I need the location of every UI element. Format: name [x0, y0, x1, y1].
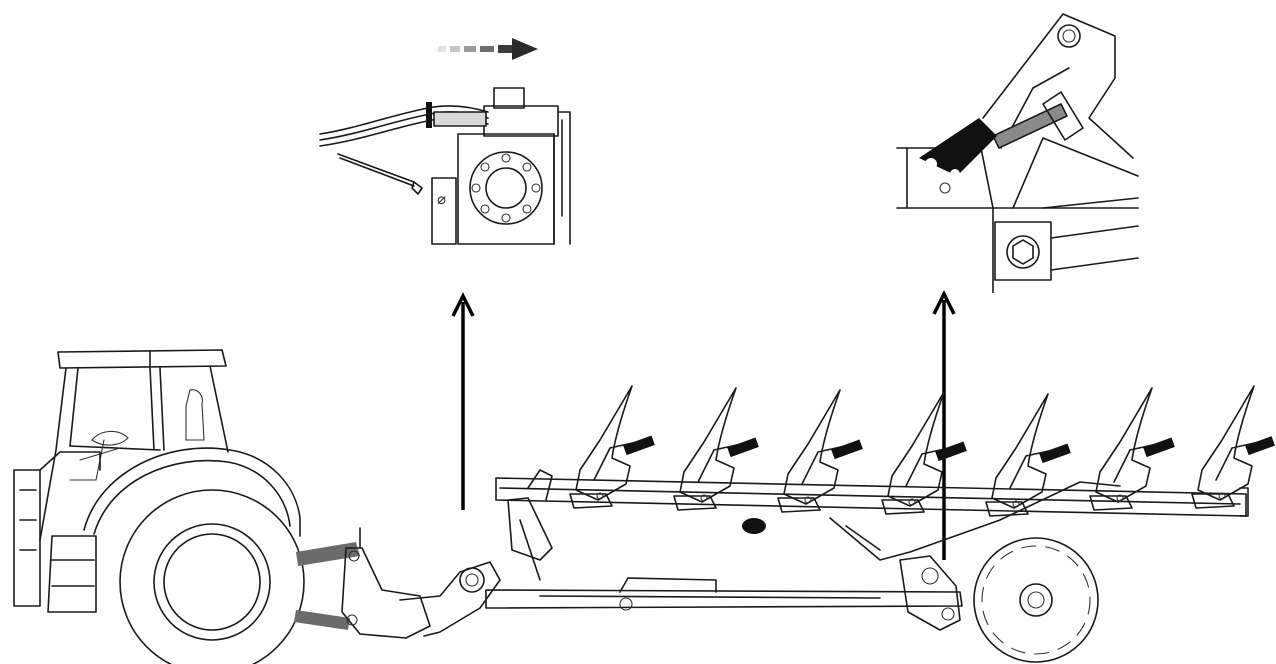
headstock-detail-drawing: ⌀ [319, 38, 571, 245]
movement-direction-arrow [438, 38, 538, 60]
depth-wheel [973, 537, 1099, 663]
plough-body-7 [1191, 385, 1275, 509]
plough-body-2 [673, 387, 759, 511]
plough-body-4 [881, 391, 967, 515]
turnover-linkage-drawing [896, 13, 1139, 293]
diameter-symbol: ⌀ [437, 190, 446, 208]
plough [341, 385, 1275, 663]
flange-bolts [471, 153, 541, 223]
turnover-linkage-detail-inset [893, 8, 1143, 293]
plough-body-5 [985, 393, 1071, 517]
plough-body-6 [1089, 387, 1175, 511]
callout-arrow-headstock [451, 292, 475, 510]
black-link-plate [919, 118, 997, 176]
plough-body-3 [777, 389, 863, 513]
tractor [13, 349, 360, 664]
callout-arrow-linkage [932, 290, 956, 560]
headstock-detail-inset: ⌀ [318, 36, 580, 246]
plough-body-1 [569, 385, 655, 509]
